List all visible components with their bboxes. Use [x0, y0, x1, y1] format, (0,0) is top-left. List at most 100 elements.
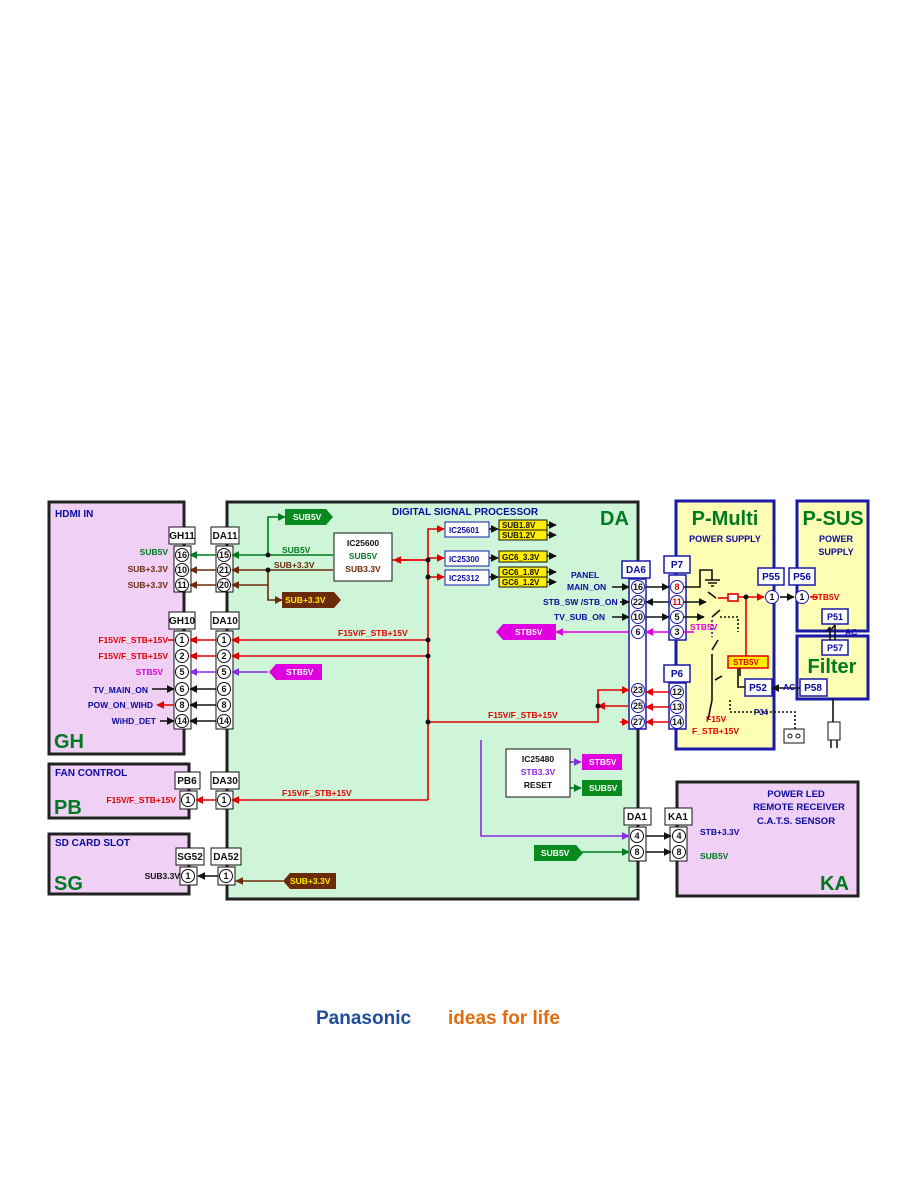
- pin: 16: [177, 550, 187, 560]
- gh10-label: GH10: [169, 616, 196, 627]
- pin: 11: [177, 580, 187, 590]
- p6-label: P6: [671, 669, 684, 680]
- da-board-code: DA: [600, 508, 629, 530]
- ac-label-1: AC: [845, 627, 857, 637]
- sub33-sg-tag: SUB+3.3V: [290, 876, 331, 886]
- sub18-label: SUB1.8V: [502, 521, 536, 530]
- sub5v-da1-tag: SUB5V: [541, 848, 570, 858]
- pin: 5: [179, 667, 184, 677]
- gh-f15-b: F15V/F_STB+15V: [98, 651, 168, 661]
- pb6-label: PB6: [177, 776, 197, 787]
- panel-main-on-1: PANEL: [571, 570, 599, 580]
- stb5v-da6-tag: STB5V: [515, 627, 543, 637]
- pin: 8: [674, 582, 679, 592]
- signal-labels: SUB5V SUB+3.3V SUB+3.3V F15V/F_STB+15V F…: [88, 545, 857, 881]
- ac-label-2: AC: [783, 682, 795, 692]
- pin: 25: [633, 701, 643, 711]
- thermal-switch-icon: [783, 728, 805, 744]
- ideas-for-life-slogan: ideas for life: [448, 1008, 560, 1029]
- pin: 16: [633, 582, 643, 592]
- da-f15-pb: F15V/F_STB+15V: [282, 788, 352, 798]
- pin: 5: [674, 612, 679, 622]
- gh-sub5v: SUB5V: [140, 547, 169, 557]
- panasonic-logo: Panasonic: [316, 1008, 412, 1029]
- pin: 5: [221, 667, 226, 677]
- power-plug-icon: [827, 721, 841, 748]
- pin: 4: [634, 831, 639, 841]
- gh-sub33-a: SUB+3.3V: [128, 564, 169, 574]
- da-f15-top: F15V/F_STB+15V: [338, 628, 408, 638]
- pin: 1: [179, 635, 184, 645]
- sub33-top-tag: SUB+3.3V: [285, 595, 326, 605]
- psus-board-title: P-SUS: [802, 508, 863, 530]
- junctions: [265, 552, 749, 725]
- sg52-label: SG52: [177, 852, 203, 863]
- ic25600-out1: SUB5V: [349, 551, 378, 561]
- da30-label: DA30: [212, 776, 238, 787]
- pm-f15v: F15V: [706, 714, 727, 724]
- ic25600-out2: SUB3.3V: [345, 564, 381, 574]
- pin: 3: [674, 627, 679, 637]
- sub12-label: SUB1.2V: [502, 531, 536, 540]
- ic25600-name: IC25600: [347, 538, 379, 548]
- ka-board-code: KA: [820, 873, 849, 895]
- ka-board-line2: REMOTE RECEIVER: [753, 802, 845, 813]
- pin: 6: [179, 684, 184, 694]
- gc12-label: GC6_1.2V: [502, 578, 540, 587]
- pin: 10: [177, 565, 187, 575]
- da-f15-mid: F15V/F_STB+15V: [488, 710, 558, 720]
- da-board-title: DIGITAL SIGNAL PROCESSOR: [392, 507, 539, 518]
- ic25480-name: IC25480: [522, 754, 554, 764]
- stb5v-gh-tag: STB5V: [286, 667, 314, 677]
- da1-label: DA1: [627, 812, 647, 823]
- pin: 8: [634, 847, 639, 857]
- pin: 1: [221, 795, 226, 805]
- p52-label: P52: [749, 683, 767, 694]
- sub5v-top-tag: SUB5V: [293, 512, 322, 522]
- pin: 6: [635, 627, 640, 637]
- pmulti-board-subtitle: POWER SUPPLY: [689, 534, 761, 544]
- pb-f15: F15V/F_STB+15V: [106, 795, 176, 805]
- pin: 8: [676, 847, 681, 857]
- ic25480-block: IC25480 STB3.3V RESET: [505, 748, 571, 798]
- pin: 14: [177, 716, 187, 726]
- stb5v-pm-label: STB5V: [733, 658, 759, 667]
- gh-stb5v: STB5V: [136, 667, 164, 677]
- da52-label: DA52: [213, 852, 239, 863]
- psus-board-subtitle-2: SUPPLY: [818, 547, 853, 557]
- da-sub5v-mid: SUB5V: [282, 545, 311, 555]
- gh-f15-a: F15V/F_STB+15V: [98, 635, 168, 645]
- gc18-label: GC6_1.8V: [502, 568, 540, 577]
- panel-main-on-2: MAIN_ON: [567, 582, 606, 592]
- filter-board-title: Filter: [808, 656, 857, 678]
- pin: 14: [672, 717, 682, 727]
- gh-tv-main-on: TV_MAIN_ON: [93, 685, 148, 695]
- sg-board-title: SD CARD SLOT: [55, 838, 130, 849]
- pin: 15: [219, 550, 229, 560]
- ka-board-line3: C.A.T.S. SENSOR: [757, 816, 835, 827]
- pin: 27: [633, 717, 643, 727]
- ka1-label: KA1: [668, 812, 688, 823]
- pin: 2: [179, 651, 184, 661]
- pin: 13: [672, 702, 682, 712]
- pin: 1: [223, 871, 228, 881]
- ic25480-out: STB3.3V: [521, 767, 556, 777]
- ka-board-line1: POWER LED: [767, 789, 825, 800]
- da10-label: DA10: [212, 616, 238, 627]
- ka-stb33: STB+3.3V: [700, 827, 740, 837]
- ic25312-label: IC25312: [449, 574, 480, 583]
- da11-label: DA11: [212, 531, 237, 542]
- pin: 10: [633, 612, 643, 622]
- pm-stb5v: STB5V: [690, 622, 718, 632]
- gh-board-title: HDMI IN: [55, 509, 93, 520]
- ic25480-reset: RESET: [524, 780, 553, 790]
- pin: 23: [633, 685, 643, 695]
- p56-label: P56: [793, 572, 811, 583]
- gh-board: [47, 500, 186, 756]
- p51-label: P51: [827, 612, 843, 622]
- pin: 21: [219, 565, 229, 575]
- pb-board-code: PB: [54, 797, 82, 819]
- ic25600-block: IC25600 SUB5V SUB3.3V: [333, 532, 393, 582]
- da6-label: DA6: [626, 565, 646, 576]
- pin: 11: [672, 597, 682, 607]
